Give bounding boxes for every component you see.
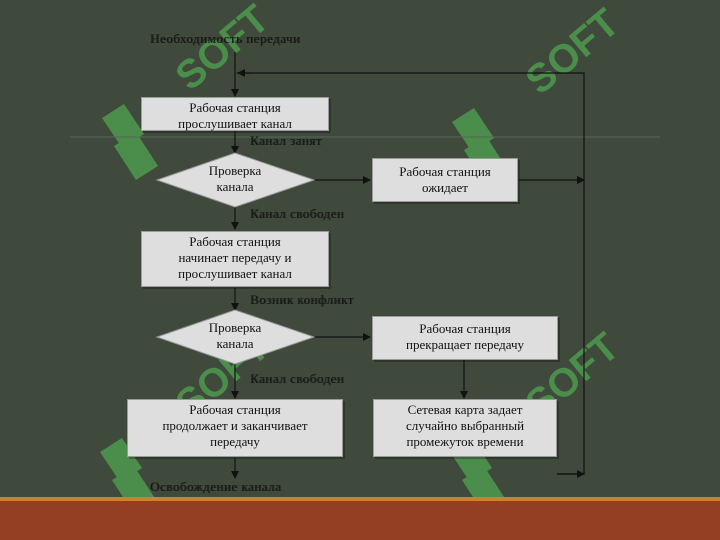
check1-line1: Проверка: [208, 163, 262, 178]
box-finish-line3: передачу: [210, 434, 260, 449]
box-finish-line2: продолжает и заканчивает: [162, 418, 308, 433]
box-wait: Рабочая станция ожидает: [372, 158, 518, 202]
box-wait-line2: ожидает: [422, 180, 468, 195]
box-finish: Рабочая станция продолжает и заканчивает…: [127, 399, 343, 457]
box-backoff-line2: случайно выбранный: [405, 418, 525, 433]
footer-bar: [0, 501, 720, 540]
check1-line2: канала: [216, 179, 254, 194]
box-backoff-line1: Сетевая карта задает: [407, 402, 523, 417]
box-listen-line1: Рабочая станция: [189, 100, 281, 115]
box-start-tx-line1: Рабочая станция: [189, 234, 281, 249]
decision-check-2-label: Проверка канала: [185, 320, 285, 352]
caption-free-1: Канал свободен: [250, 206, 345, 221]
footer-stripe: [0, 497, 720, 501]
caption-end: Освобождение канала: [150, 479, 282, 494]
box-finish-line1: Рабочая станция: [189, 402, 281, 417]
box-start-tx: Рабочая станция начинает передачу и прос…: [141, 231, 329, 287]
box-stop-tx-line1: Рабочая станция: [419, 321, 511, 336]
box-wait-line1: Рабочая станция: [399, 164, 491, 179]
box-listen: Рабочая станция прослушивает канал: [141, 97, 329, 131]
decision-check-1: [155, 152, 316, 208]
caption-busy: Канал занят: [250, 133, 322, 148]
box-listen-line2: прослушивает канал: [178, 116, 292, 131]
box-start-tx-line3: прослушивает канал: [178, 266, 292, 281]
caption-start: Необходимость передачи: [150, 31, 301, 46]
decision-check-2: [155, 309, 316, 365]
box-stop-tx: Рабочая станция прекращает передачу: [372, 316, 558, 360]
decision-check-1-label: Проверка канала: [185, 163, 285, 195]
box-start-tx-line2: начинает передачу и: [178, 250, 292, 265]
box-stop-tx-line2: прекращает передачу: [405, 337, 525, 352]
check2-line1: Проверка: [208, 320, 262, 335]
check2-line2: канала: [216, 336, 254, 351]
box-backoff: Сетевая карта задает случайно выбранный …: [373, 399, 557, 457]
box-backoff-line3: промежуток времени: [406, 434, 524, 449]
caption-free-2: Канал свободен: [250, 371, 345, 386]
caption-conflict: Возник конфликт: [250, 292, 354, 307]
